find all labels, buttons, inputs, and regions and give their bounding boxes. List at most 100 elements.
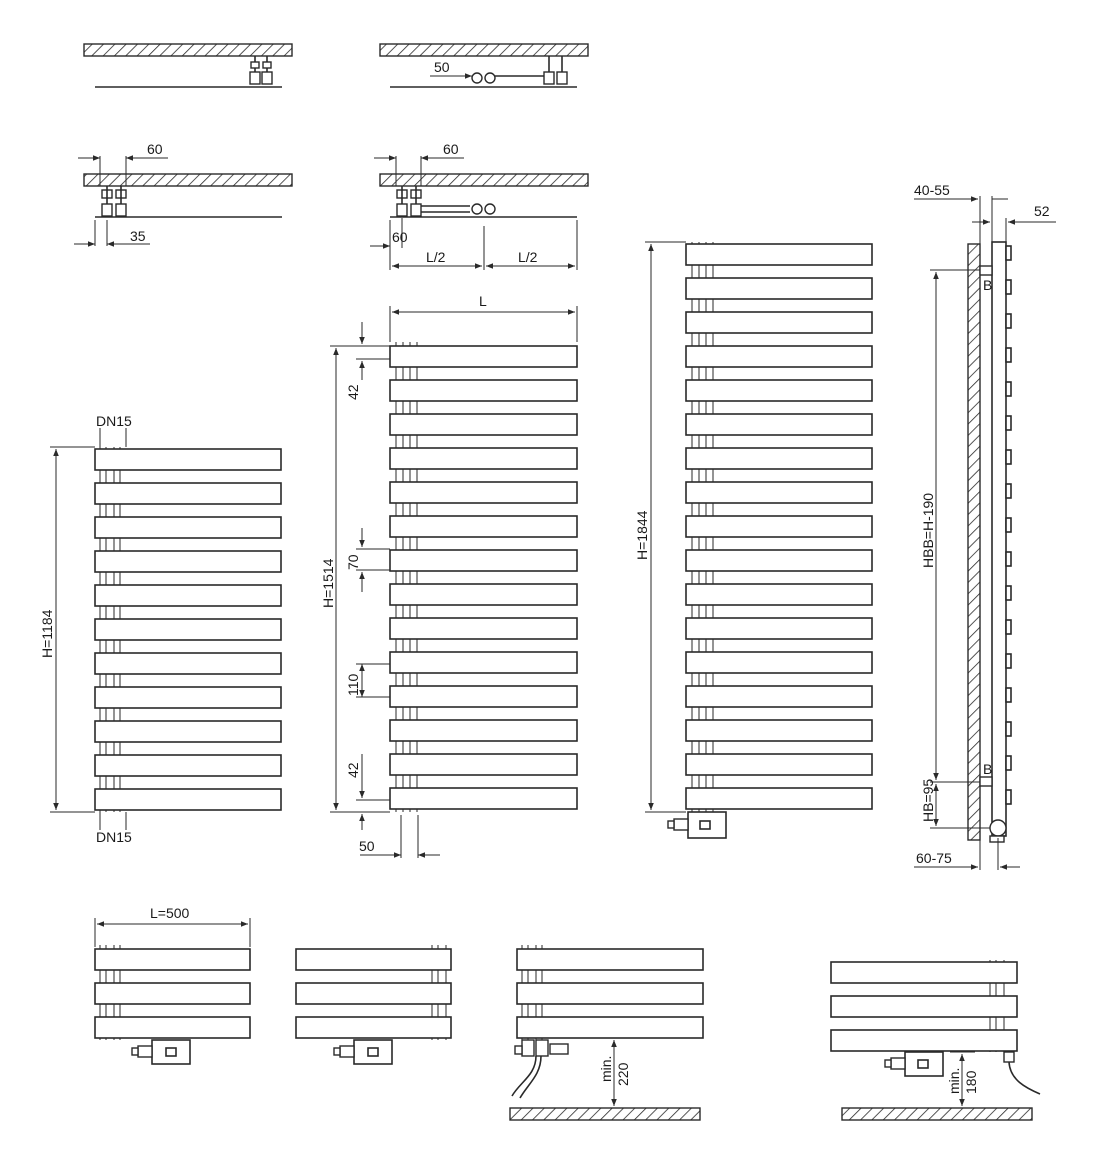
radiator-bar [94,482,282,505]
side-view: B B 40-55 52 HBB=H-190 HB=95 60-75 [914,182,1056,870]
radiator-bar [685,413,873,436]
dim-half-left: L/2 [426,249,446,265]
side-fin [1005,517,1012,533]
connector-bottom-label: DN15 [96,829,132,845]
detail-b [295,945,452,1065]
radiator-bar [685,617,873,640]
side-fin [1005,721,1012,737]
radiator-bar [389,345,578,368]
radiator-bar [685,447,873,470]
detail-d: min. 180 [830,960,1041,1121]
dim-offset-35: 35 [130,228,146,244]
radiator-bar [389,753,578,776]
dim-length-500: L=500 [150,905,190,921]
radiator-bar [389,787,578,810]
radiator-bar [94,550,282,573]
radiator-bar [389,379,578,402]
radiator-bar [94,720,282,743]
min-label-b: min. [946,1068,962,1094]
radiator-bar [685,787,873,810]
dim-hbb: HBB=H-190 [920,493,936,568]
min-label-a: min. [598,1056,614,1082]
radiator-bar [94,516,282,539]
radiator-bar [685,515,873,538]
dim-height-1514: H=1514 [320,558,336,608]
radiator-bar [389,413,578,436]
radiator-bar [94,788,282,811]
radiator-bar [389,651,578,674]
side-fin [1005,415,1012,431]
dim-gap-42-bottom: 42 [345,762,361,778]
dim-gap-70: 70 [345,554,361,570]
radiator-bar [389,719,578,742]
radiator-bar [389,583,578,606]
min-value-220: 220 [615,1062,631,1086]
plan-view-top-left [83,43,293,88]
side-fin [1005,653,1012,669]
radiator-bar [389,617,578,640]
radiator-bar [685,549,873,572]
dim-wall-distance: 40-55 [914,182,950,198]
side-fin [1005,279,1012,295]
radiator-bar [389,515,578,538]
radiator-bar [685,345,873,368]
radiator-bar [685,719,873,742]
radiator-bar [685,583,873,606]
side-fin [1005,687,1012,703]
radiator-bar [94,448,282,471]
side-fin [1005,313,1012,329]
radiator-bar [94,652,282,675]
radiator-bar [685,481,873,504]
radiator-bar [94,618,282,641]
dim-offset-60: 60 [392,229,408,245]
radiator-bar [685,277,873,300]
side-fin [1005,789,1012,805]
dim-depth-52: 52 [1034,203,1050,219]
front-view-medium: L H=1514 42 70 110 42 50 [320,293,578,858]
dim-offset-50-bottom: 50 [359,838,375,854]
radiator-bar [685,311,873,334]
side-fin [1005,245,1012,261]
radiator-bar [685,753,873,776]
radiator-bar [389,447,578,470]
radiator-bar [389,549,578,572]
min-value-180: 180 [963,1070,979,1094]
radiator-bar [685,243,873,266]
radiator-bar [389,685,578,708]
side-fin [1005,551,1012,567]
front-view-large: H=1844 [634,241,873,839]
dim-bottom-side: 60-75 [916,850,952,866]
bracket-top-label: B [983,277,992,293]
plan-view-mid-left: 60 35 [74,141,293,247]
dim-width-60-right: 60 [443,141,459,157]
dim-length-L: L [479,293,487,309]
side-fin [1005,585,1012,601]
radiator-bar [389,481,578,504]
dim-height-1844: H=1844 [634,510,650,560]
connector-top-label: DN15 [96,413,132,429]
dim-hb: HB=95 [920,779,936,822]
radiator-bar [94,584,282,607]
dim-width-60-left: 60 [147,141,163,157]
dim-half-right: L/2 [518,249,538,265]
front-view-small: DN15 DN15 H=1184 [39,413,282,845]
detail-a: L=500 [94,905,251,1065]
radiator-bar [94,754,282,777]
radiator-bar [685,685,873,708]
radiator-bar [685,651,873,674]
dim-offset-50-top: 50 [434,59,450,75]
detail-c: min. 220 [509,945,704,1121]
side-fin [1005,347,1012,363]
bracket-bottom-label: B [983,761,992,777]
side-fin [1005,449,1012,465]
side-fin [1005,381,1012,397]
side-fin [1005,755,1012,771]
plan-view-top-right: 50 [379,43,589,88]
dim-height-1184: H=1184 [39,609,55,658]
radiator-bar [94,686,282,709]
side-fin [1005,619,1012,635]
plan-view-mid-right: 60 60 L/2 L/2 [370,141,589,270]
side-fin [1005,483,1012,499]
dim-gap-42-top: 42 [345,384,361,400]
